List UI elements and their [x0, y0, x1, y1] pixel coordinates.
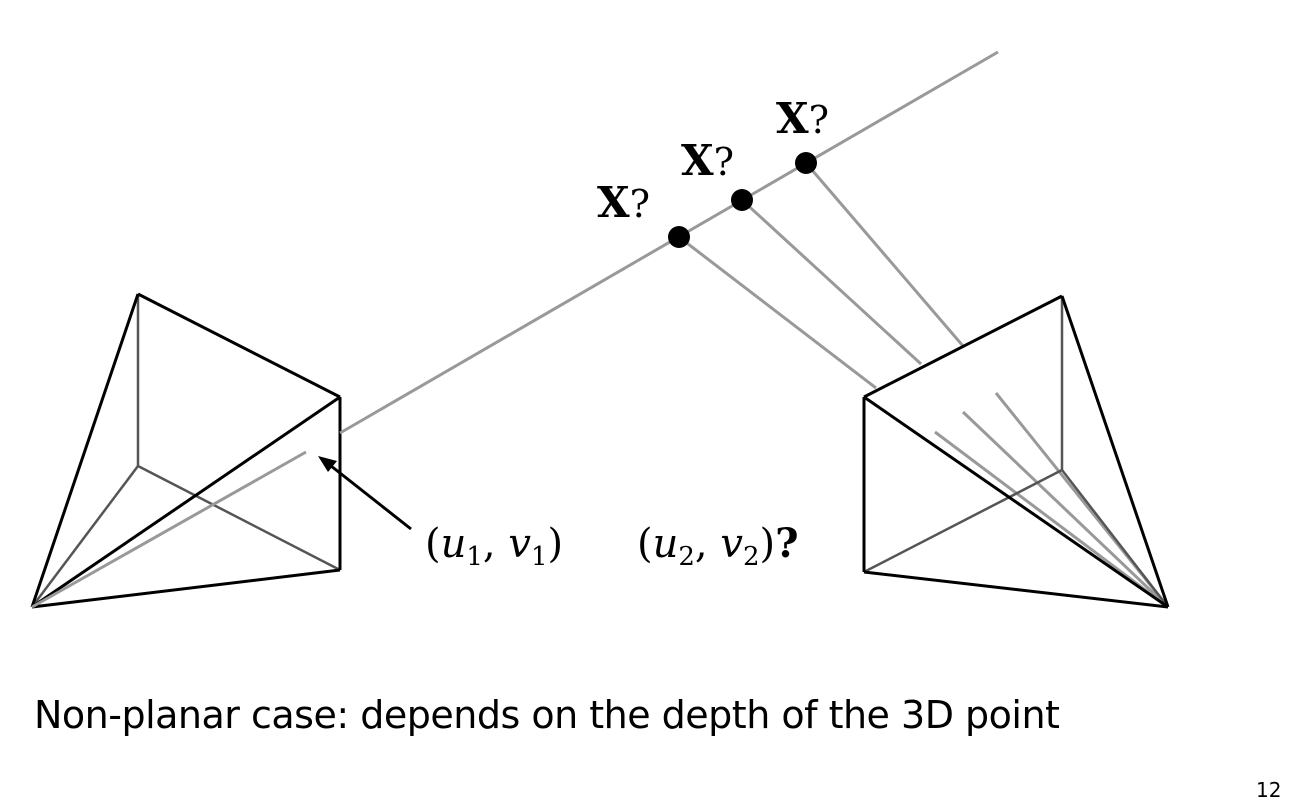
paren-open: ( [425, 521, 441, 567]
image-point-arrow [318, 456, 412, 531]
candidate-points [668, 152, 817, 248]
coord-v-sub: 1 [531, 542, 548, 572]
candidate-symbol: X [681, 136, 714, 185]
projection-ray-inside [961, 410, 1170, 609]
right-camera [862, 294, 1170, 609]
arrow-head [318, 456, 337, 472]
candidate-point-2 [731, 189, 753, 211]
paren-open: ( [637, 521, 653, 567]
left-camera [30, 292, 342, 609]
projection-ray [678, 235, 877, 390]
right-camera-edge [863, 395, 1169, 609]
candidate-point-3 [795, 152, 817, 174]
coord-v: v [508, 521, 531, 567]
right-camera-edge [1060, 295, 1170, 608]
question-mark: ? [809, 98, 829, 142]
candidate-symbol: X [776, 94, 809, 143]
coord-u-sub: 2 [678, 542, 695, 572]
projection-ray [804, 162, 965, 347]
question-mark: ? [714, 140, 734, 184]
question-mark: ? [630, 182, 650, 226]
paren-close: ) [548, 521, 564, 567]
paren-close: ) [760, 521, 776, 567]
left-ray-outside [339, 50, 999, 435]
left-camera-edge [31, 568, 341, 609]
coord-u: u [653, 521, 679, 567]
slide-caption: Non-planar case: depends on the depth of… [34, 693, 1060, 737]
candidate-point-1 [668, 226, 690, 248]
arrow-shaft [325, 460, 412, 531]
coord-v-sub: 2 [743, 542, 760, 572]
candidate-label-1: X? [597, 178, 650, 227]
candidate-label-3: X? [776, 94, 829, 143]
slide-number: 12 [1256, 778, 1282, 802]
right-image-point-label: (u2, v2)? [637, 520, 799, 572]
coord-u: u [441, 521, 467, 567]
right-camera-back-edge [863, 468, 1063, 574]
unknown-mark: ? [775, 520, 798, 567]
left-ray-inside [31, 450, 307, 609]
comma: , [483, 521, 508, 567]
left-camera-back-edge [137, 464, 341, 572]
left-camera-edge [137, 292, 341, 399]
coord-u-sub: 1 [466, 542, 483, 572]
coord-v: v [720, 521, 743, 567]
left-camera-edge [31, 395, 341, 609]
comma: , [695, 521, 720, 567]
projection-ray [740, 198, 923, 366]
right-camera-edge [863, 570, 1169, 609]
left-image-point-label: (u1, v1) [425, 521, 563, 572]
left-camera-edge [30, 293, 140, 608]
candidate-label-2: X? [681, 136, 734, 185]
projection-ray-inside [934, 430, 1169, 609]
right-camera-edge [863, 294, 1063, 399]
left-ray [31, 50, 999, 609]
right-camera-back-edge [1061, 469, 1169, 608]
candidate-symbol: X [597, 178, 630, 227]
left-camera-back-edge [31, 465, 139, 608]
